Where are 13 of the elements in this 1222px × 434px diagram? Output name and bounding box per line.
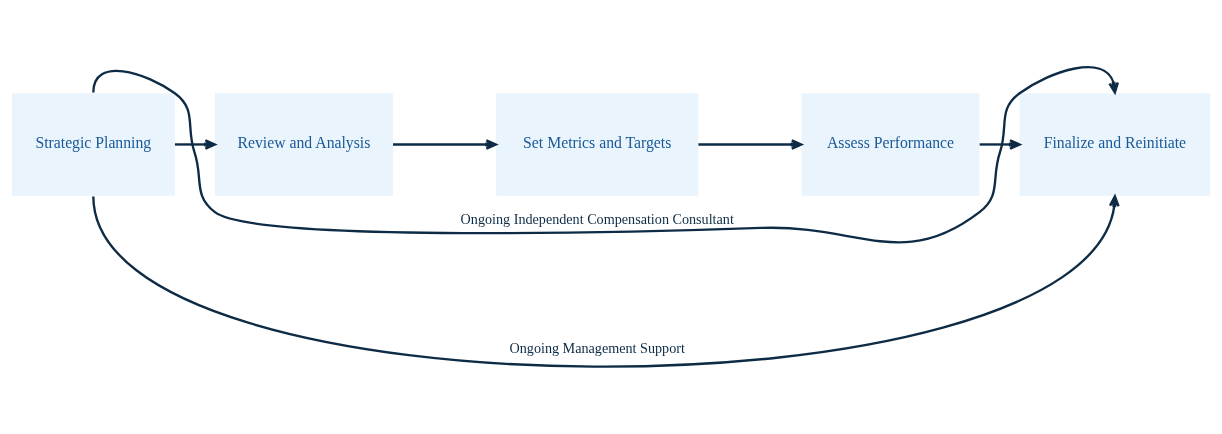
node-box: Assess Performance — [801, 93, 980, 196]
node-box: Finalize and Reinitiate — [1019, 93, 1211, 196]
arrow — [92, 195, 1120, 368]
node-box: Strategic Planning — [11, 93, 175, 196]
edge-label: Ongoing Management Support — [509, 340, 685, 357]
arrow — [698, 139, 803, 150]
arrow — [393, 139, 498, 150]
edge-label: Ongoing Independent Compensation Consultant — [460, 210, 734, 227]
arrow — [174, 139, 217, 150]
node-box: Set Metrics and Targets — [496, 93, 699, 196]
node-box: Review and Analysis — [214, 93, 393, 196]
arrow — [92, 66, 1120, 244]
arrow — [979, 139, 1021, 150]
